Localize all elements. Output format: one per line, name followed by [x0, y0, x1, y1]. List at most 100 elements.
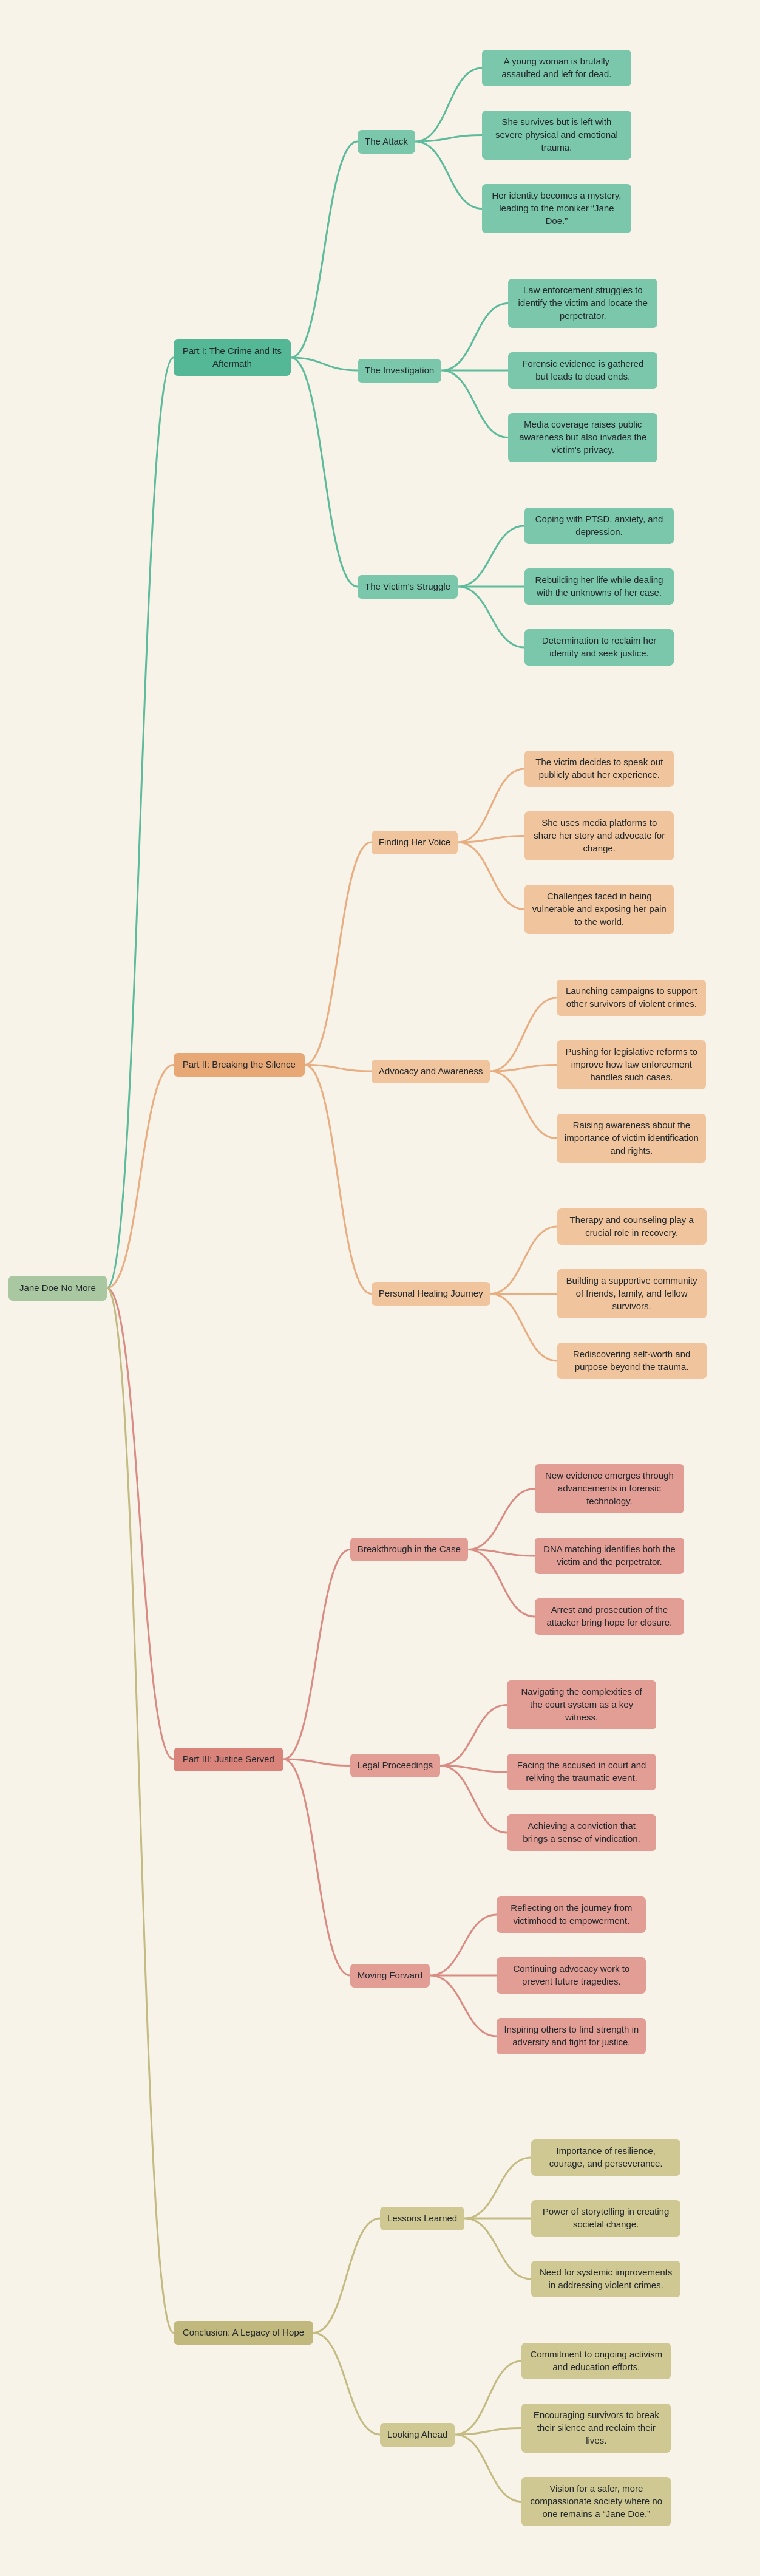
- node-finding-her-voice[interactable]: Finding Her Voice: [371, 830, 458, 854]
- node-label: Encouraging survivors to break their sil…: [533, 2410, 659, 2446]
- node-label: Importance of resilience, courage, and p…: [549, 2146, 663, 2169]
- node-label: Reflecting on the journey from victimhoo…: [511, 1903, 633, 1926]
- children-of-jane-doe-no-more: Part I: The Crime and Its Aftermath The A…: [173, 50, 707, 2526]
- children-of-moving-forward: Reflecting on the journey from victimhoo…: [497, 1896, 646, 2054]
- branch-rediscovering-self-worth-and-purpose-beyond-the-: Rediscovering self-worth and purpose bey…: [557, 1343, 707, 1379]
- node-conclusion-a-legacy-of-hope[interactable]: Conclusion: A Legacy of Hope: [173, 2321, 314, 2345]
- node-navigating-the-complexities-of-the-court-system-[interactable]: Navigating the complexities of the court…: [507, 1680, 657, 1729]
- node-inspiring-others-to-find-strength-in-adversity-a[interactable]: Inspiring others to find strength in adv…: [497, 2018, 646, 2054]
- node-label: Therapy and counseling play a crucial ro…: [569, 1215, 694, 1238]
- node-launching-campaigns-to-support-other-survivors-o[interactable]: Launching campaigns to support other sur…: [557, 980, 707, 1016]
- node-legal-proceedings[interactable]: Legal Proceedings: [350, 1754, 441, 1777]
- branch-looking-ahead: Looking Ahead Commitment to ongoing activ…: [380, 2343, 680, 2526]
- node-need-for-systemic-improvements-in-addressing-vio[interactable]: Need for systemic improvements in addres…: [531, 2261, 681, 2297]
- node-the-investigation[interactable]: The Investigation: [358, 358, 442, 383]
- branch-raising-awareness-about-the-importance-of-victim: Raising awareness about the importance o…: [557, 1114, 707, 1163]
- node-label: Raising awareness about the importance o…: [564, 1120, 699, 1156]
- node-breakthrough-in-the-case[interactable]: Breakthrough in the Case: [350, 1538, 468, 1561]
- node-label: Need for systemic improvements in addres…: [539, 2268, 673, 2291]
- node-therapy-and-counseling-play-a-crucial-role-in-re[interactable]: Therapy and counseling play a crucial ro…: [557, 1208, 707, 1245]
- branch-rebuilding-her-life-while-dealing-with-the-unkno: Rebuilding her life while dealing with t…: [524, 568, 674, 605]
- node-jane-doe-no-more[interactable]: Jane Doe No More: [8, 1275, 107, 1301]
- node-the-victim-s-struggle[interactable]: The Victim's Struggle: [358, 574, 458, 599]
- node-forensic-evidence-is-gathered-but-leads-to-dead-[interactable]: Forensic evidence is gathered but leads …: [508, 352, 658, 389]
- node-label: Media coverage raises public awareness b…: [519, 420, 647, 455]
- children-of-the-victim-s-struggle: Coping with PTSD, anxiety, and depressio…: [524, 508, 674, 666]
- node-label: Facing the accused in court and reliving…: [517, 1760, 646, 1784]
- node-coping-with-ptsd-anxiety-and-depression[interactable]: Coping with PTSD, anxiety, and depressio…: [524, 508, 674, 544]
- node-part-ii-breaking-the-silence[interactable]: Part II: Breaking the Silence: [173, 1053, 305, 1077]
- branch-launching-campaigns-to-support-other-survivors-o: Launching campaigns to support other sur…: [557, 980, 707, 1016]
- node-moving-forward[interactable]: Moving Forward: [350, 1963, 430, 1988]
- children-of-the-investigation: Law enforcement struggles to identify th…: [508, 279, 658, 462]
- node-label: DNA matching identifies both the victim …: [543, 1544, 676, 1567]
- node-commitment-to-ongoing-activism-and-education-eff[interactable]: Commitment to ongoing activism and educa…: [521, 2343, 671, 2379]
- branch-her-identity-becomes-a-mystery-leading-to-the-mo: Her identity becomes a mystery, leading …: [481, 184, 631, 233]
- branch-media-coverage-raises-public-awareness-but-also-: Media coverage raises public awareness b…: [508, 413, 658, 462]
- branch-need-for-systemic-improvements-in-addressing-vio: Need for systemic improvements in addres…: [531, 2261, 681, 2297]
- node-label: New evidence emerges through advancement…: [545, 1471, 674, 1507]
- node-label: Vision for a safer, more compassionate s…: [530, 2484, 663, 2520]
- node-new-evidence-emerges-through-advancements-in-for[interactable]: New evidence emerges through advancement…: [534, 1464, 684, 1513]
- node-she-uses-media-platforms-to-share-her-story-and-[interactable]: She uses media platforms to share her st…: [524, 811, 674, 860]
- node-challenges-faced-in-being-vulnerable-and-exposin[interactable]: Challenges faced in being vulnerable and…: [524, 885, 674, 934]
- branch-a-young-woman-is-brutally-assaulted-and-left-for: A young woman is brutally assaulted and …: [481, 50, 631, 86]
- node-arrest-and-prosecution-of-the-attacker-bring-hop[interactable]: Arrest and prosecution of the attacker b…: [534, 1598, 684, 1635]
- node-label: Launching campaigns to support other sur…: [565, 986, 697, 1009]
- branch-encouraging-survivors-to-break-their-silence-and: Encouraging survivors to break their sil…: [521, 2404, 671, 2453]
- node-power-of-storytelling-in-creating-societal-chang[interactable]: Power of storytelling in creating societ…: [531, 2200, 681, 2237]
- branch-she-survives-but-is-left-with-severe-physical-an: She survives but is left with severe phy…: [481, 111, 631, 160]
- node-part-i-the-crime-and-its-aftermath[interactable]: Part I: The Crime and Its Aftermath: [173, 339, 291, 376]
- branch-therapy-and-counseling-play-a-crucial-role-in-re: Therapy and counseling play a crucial ro…: [557, 1208, 707, 1245]
- node-label: The Victim's Struggle: [365, 581, 451, 592]
- children-of-looking-ahead: Commitment to ongoing activism and educa…: [521, 2343, 671, 2526]
- node-vision-for-a-safer-more-compassionate-society-wh[interactable]: Vision for a safer, more compassionate s…: [521, 2477, 671, 2526]
- node-raising-awareness-about-the-importance-of-victim[interactable]: Raising awareness about the importance o…: [557, 1114, 707, 1163]
- node-label: Breakthrough in the Case: [357, 1544, 461, 1555]
- node-media-coverage-raises-public-awareness-but-also-[interactable]: Media coverage raises public awareness b…: [508, 413, 658, 462]
- node-determination-to-reclaim-her-identity-and-seek-j[interactable]: Determination to reclaim her identity an…: [524, 629, 674, 666]
- node-rebuilding-her-life-while-dealing-with-the-unkno[interactable]: Rebuilding her life while dealing with t…: [524, 568, 674, 605]
- node-label: Building a supportive community of frien…: [566, 1276, 697, 1312]
- node-label: Part I: The Crime and Its Aftermath: [182, 346, 282, 369]
- branch-arrest-and-prosecution-of-the-attacker-bring-hop: Arrest and prosecution of the attacker b…: [534, 1598, 684, 1635]
- children-of-conclusion-a-legacy-of-hope: Lessons Learned Importance of resilience,…: [380, 2139, 681, 2526]
- children-of-legal-proceedings: Navigating the complexities of the court…: [507, 1680, 657, 1851]
- node-personal-healing-journey[interactable]: Personal Healing Journey: [371, 1282, 490, 1306]
- node-a-young-woman-is-brutally-assaulted-and-left-for[interactable]: A young woman is brutally assaulted and …: [481, 50, 631, 86]
- node-importance-of-resilience-courage-and-perseveranc[interactable]: Importance of resilience, courage, and p…: [531, 2139, 681, 2176]
- node-rediscovering-self-worth-and-purpose-beyond-the-[interactable]: Rediscovering self-worth and purpose bey…: [557, 1343, 707, 1379]
- node-the-victim-decides-to-speak-out-publicly-about-h[interactable]: The victim decides to speak out publicly…: [524, 751, 674, 787]
- node-the-attack[interactable]: The Attack: [358, 129, 415, 154]
- node-she-survives-but-is-left-with-severe-physical-an[interactable]: She survives but is left with severe phy…: [481, 111, 631, 160]
- node-reflecting-on-the-journey-from-victimhood-to-emp[interactable]: Reflecting on the journey from victimhoo…: [497, 1896, 646, 1933]
- node-label: Law enforcement struggles to identify th…: [518, 285, 648, 321]
- branch-new-evidence-emerges-through-advancements-in-for: New evidence emerges through advancement…: [534, 1464, 684, 1513]
- node-looking-ahead[interactable]: Looking Ahead: [380, 2422, 455, 2447]
- node-label: Personal Healing Journey: [378, 1289, 483, 1299]
- branch-legal-proceedings: Legal Proceedings Navigating the complexi…: [350, 1680, 684, 1851]
- node-building-a-supportive-community-of-friends-famil[interactable]: Building a supportive community of frien…: [557, 1269, 707, 1318]
- node-facing-the-accused-in-court-and-reliving-the-tra[interactable]: Facing the accused in court and reliving…: [507, 1754, 657, 1790]
- branch-lessons-learned: Lessons Learned Importance of resilience,…: [380, 2139, 681, 2297]
- branch-determination-to-reclaim-her-identity-and-seek-j: Determination to reclaim her identity an…: [524, 629, 674, 666]
- node-law-enforcement-struggles-to-identify-the-victim[interactable]: Law enforcement struggles to identify th…: [508, 279, 658, 328]
- children-of-part-ii-breaking-the-silence: Finding Her Voice The victim decides to s…: [371, 751, 707, 1379]
- node-label: She uses media platforms to share her st…: [534, 818, 665, 854]
- branch-part-iii-justice-served: Part III: Justice Served Breakthrough in …: [173, 1464, 707, 2054]
- node-part-iii-justice-served[interactable]: Part III: Justice Served: [173, 1747, 283, 1771]
- node-dna-matching-identifies-both-the-victim-and-the-[interactable]: DNA matching identifies both the victim …: [534, 1538, 684, 1574]
- node-pushing-for-legislative-reforms-to-improve-how-l[interactable]: Pushing for legislative reforms to impro…: [557, 1040, 707, 1089]
- node-label: Rebuilding her life while dealing with t…: [535, 575, 663, 598]
- node-continuing-advocacy-work-to-prevent-future-trage[interactable]: Continuing advocacy work to prevent futu…: [497, 1957, 646, 1994]
- node-lessons-learned[interactable]: Lessons Learned: [380, 2206, 465, 2230]
- node-label: Rediscovering self-worth and purpose bey…: [572, 1349, 691, 1372]
- node-advocacy-and-awareness[interactable]: Advocacy and Awareness: [371, 1059, 490, 1083]
- node-achieving-a-conviction-that-brings-a-sense-of-vi[interactable]: Achieving a conviction that brings a sen…: [507, 1814, 657, 1851]
- node-her-identity-becomes-a-mystery-leading-to-the-mo[interactable]: Her identity becomes a mystery, leading …: [481, 184, 631, 233]
- branch-importance-of-resilience-courage-and-perseveranc: Importance of resilience, courage, and p…: [531, 2139, 681, 2176]
- node-encouraging-survivors-to-break-their-silence-and[interactable]: Encouraging survivors to break their sil…: [521, 2404, 671, 2453]
- branch-power-of-storytelling-in-creating-societal-chang: Power of storytelling in creating societ…: [531, 2200, 681, 2237]
- children-of-advocacy-and-awareness: Launching campaigns to support other sur…: [557, 980, 707, 1163]
